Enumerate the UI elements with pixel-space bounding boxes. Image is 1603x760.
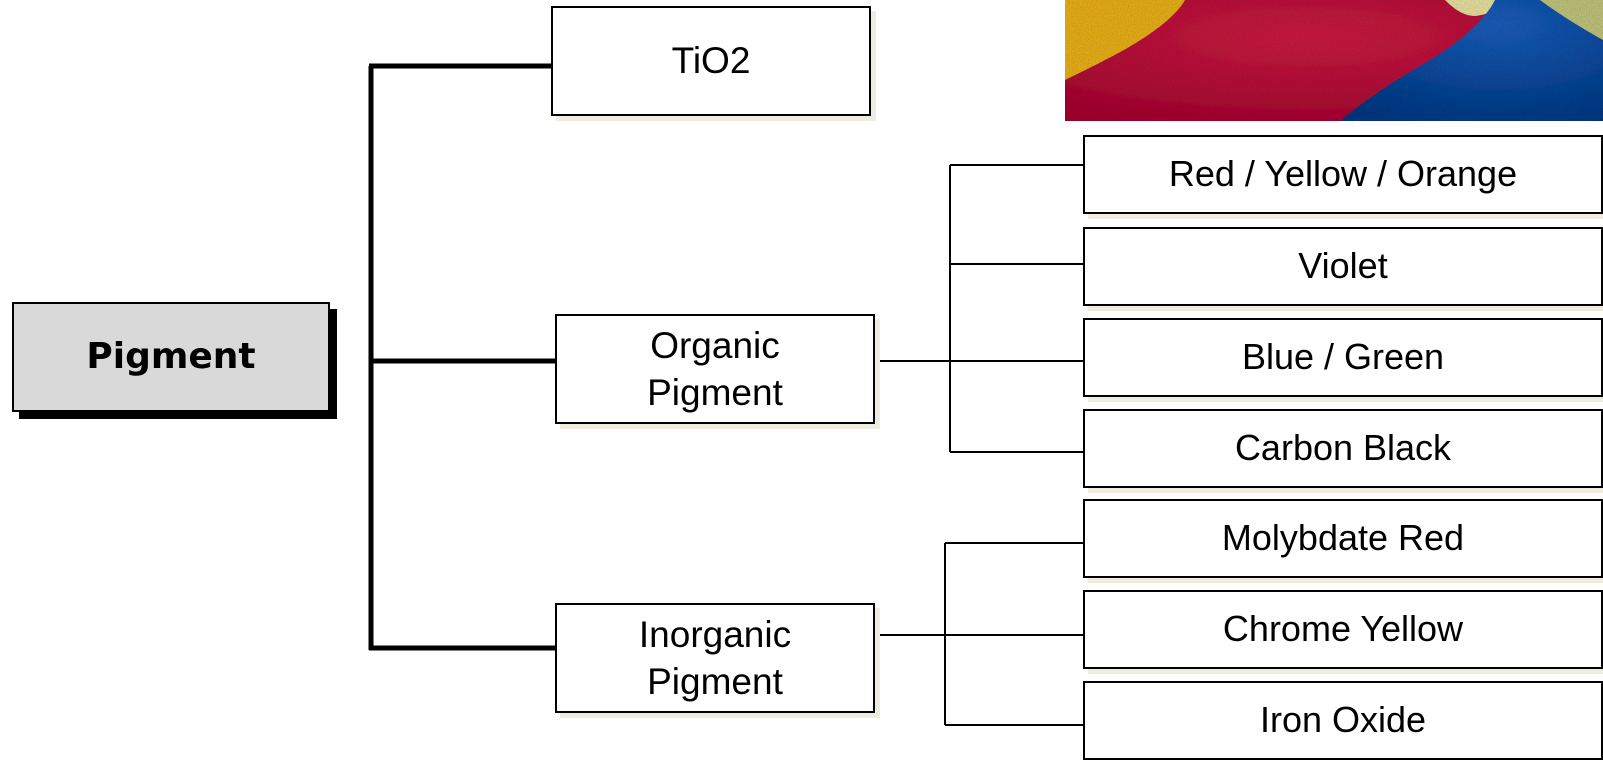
leaf-label: Molybdate Red bbox=[1221, 517, 1465, 559]
node-organic-label-line-2: Pigment bbox=[647, 372, 783, 413]
node-organic-pigment: Organic Pigment bbox=[555, 314, 875, 424]
leaf-molybdate-red: Molybdate Red bbox=[1083, 499, 1603, 578]
pigment-powder-photo bbox=[1065, 0, 1603, 121]
node-inorganic-pigment: Inorganic Pigment bbox=[555, 603, 875, 713]
leaf-carbon-black: Carbon Black bbox=[1083, 409, 1603, 488]
leaf-label: Red / Yellow / Orange bbox=[1168, 153, 1518, 195]
node-organic-label-line-1: Organic bbox=[650, 324, 780, 366]
leaf-iron-oxide: Iron Oxide bbox=[1083, 681, 1603, 760]
root-node-label: Pigment bbox=[86, 335, 256, 377]
leaf-label: Carbon Black bbox=[1234, 427, 1452, 469]
leaf-label: Iron Oxide bbox=[1259, 699, 1427, 741]
node-inorganic-label-line-1: Inorganic bbox=[638, 613, 792, 655]
root-node-pigment: Pigment bbox=[12, 302, 330, 412]
leaf-blue-green: Blue / Green bbox=[1083, 318, 1603, 397]
leaf-red-yellow-orange: Red / Yellow / Orange bbox=[1083, 135, 1603, 214]
node-tio2: TiO2 bbox=[551, 6, 871, 116]
node-tio2-label: TiO2 bbox=[671, 40, 751, 82]
leaf-label: Chrome Yellow bbox=[1222, 608, 1464, 650]
leaf-violet: Violet bbox=[1083, 227, 1603, 306]
leaf-label: Violet bbox=[1298, 245, 1388, 287]
node-inorganic-label-line-2: Pigment bbox=[647, 661, 783, 702]
leaf-label: Blue / Green bbox=[1241, 336, 1445, 378]
leaf-chrome-yellow: Chrome Yellow bbox=[1083, 590, 1603, 669]
